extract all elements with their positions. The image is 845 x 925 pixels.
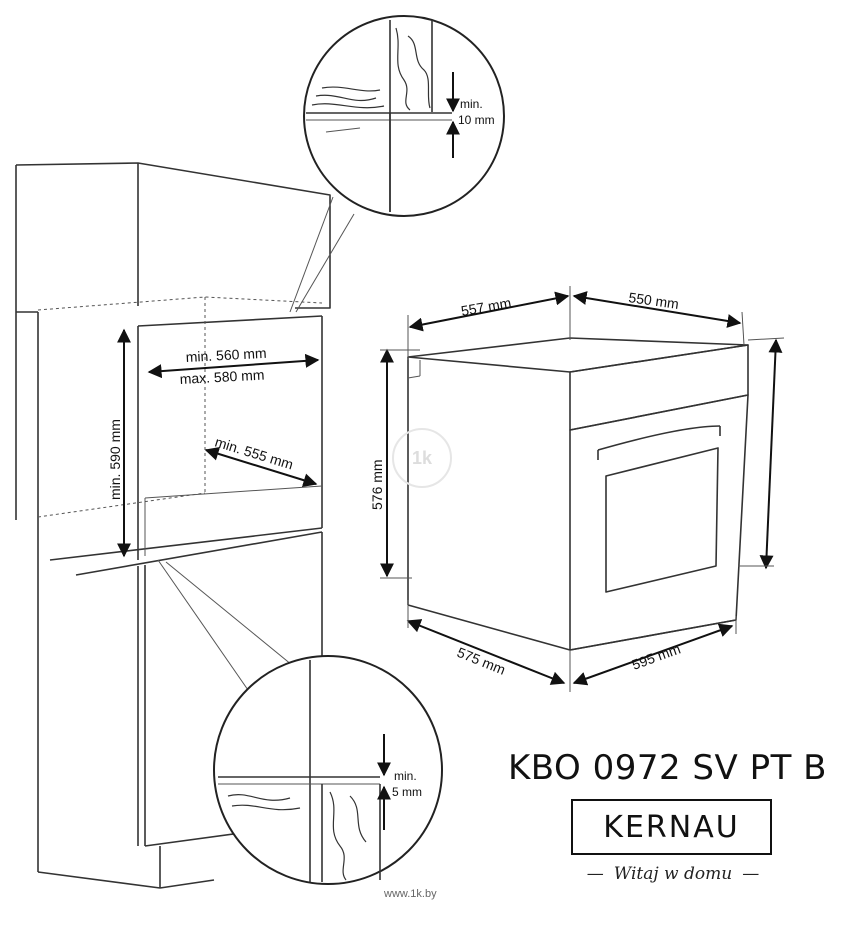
depth-bottom-arrow [406,619,566,685]
bottom-gap-min-label: min. [394,769,417,783]
oven-depth-bottom-label: 575 mm [455,644,508,678]
brand-name: KERNAU [603,809,740,845]
width-bottom-arrow [572,623,734,686]
tagline-rule-left: — [586,864,604,884]
oven-drawing: 557 mm 550 mm 576 mm 575 mm 595 mm [369,286,785,692]
niche-width-max-label: max. 580 mm [179,367,265,387]
bottom-gap-value-label: 5 mm [392,785,422,799]
brand-logo-box: KERNAU [571,799,772,855]
oven-depth-top-label: 557 mm [460,294,513,319]
bottom-detail-circle: min. 5 mm [213,655,443,885]
watermark-text: 1k [411,447,433,468]
model-name: KBO 0972 SV PT B [508,748,827,788]
oven-height-label: 576 mm [369,459,385,510]
niche-width-min-label: min. 560 mm [185,345,267,365]
niche-depth-label: min. 555 mm [213,434,295,473]
depth-top-arrow [408,291,570,332]
watermark-logo: 1k [392,428,452,488]
niche-height-label: min. 590 mm [107,419,123,500]
oven-width-bottom-label: 595 mm [630,640,683,672]
top-detail-circle: min. 10 mm [303,15,505,217]
width-top-arrow [572,291,742,328]
top-gap-min-label: min. [460,97,483,111]
tagline-rule-right: — [742,864,760,884]
brand-tagline: — Witaj w domu — [573,864,773,884]
oven-width-top-label: 550 mm [628,289,680,312]
height-right-arrow [759,338,783,570]
footer-url: www.1k.by [384,888,437,900]
tagline-text: Witaj w domu [613,864,733,884]
depth-arrow [204,447,318,487]
top-gap-value-label: 10 mm [458,113,495,127]
width-arrow [147,353,320,379]
